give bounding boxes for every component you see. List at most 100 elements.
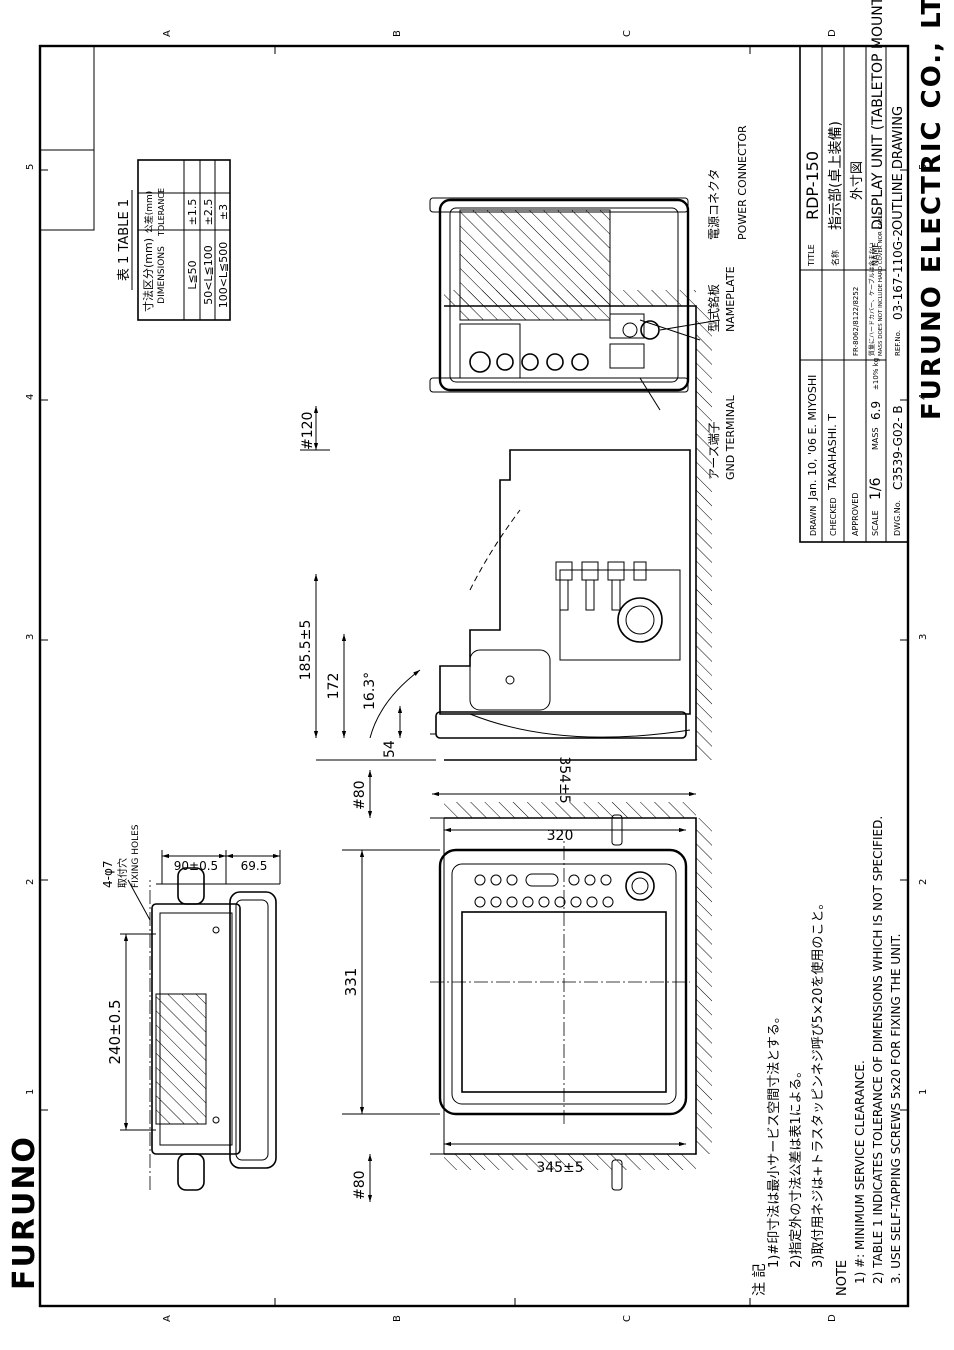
gnd-label: GND TERMINAL: [724, 394, 737, 480]
svg-text:DIMENSIONS: DIMENSIONS: [157, 246, 167, 304]
holes-label: 4-φ7: [101, 860, 115, 888]
power-connector: [640, 320, 660, 340]
model-title: RDP-150: [803, 151, 822, 220]
dim-80-left: #80: [352, 1170, 368, 1200]
dim-320: 320: [547, 828, 574, 844]
svg-text:CHECKED: CHECKED: [829, 497, 838, 536]
notes: 注 記 1)#印寸法は最小サービス空間寸法とする。 2)指定外の寸法公差は表1に…: [751, 816, 903, 1296]
svg-text:取付穴: 取付穴: [116, 858, 129, 888]
power-label: POWER CONNECTOR: [736, 125, 749, 240]
zone-number: 2: [25, 879, 36, 885]
svg-text:DRAWN: DRAWN: [809, 506, 818, 536]
handle-knob: [177, 867, 205, 905]
tolerance-table: 表 1 TABLE 1 寸法区分(mm) DIMENSIONS 公差(mm) T…: [117, 159, 231, 321]
svg-text:MASS DOES NOT INCLUDE HARD COV: MASS DOES NOT INCLUDE HARD COVER NOR CAB…: [878, 210, 884, 356]
rear-nameplate: [609, 343, 645, 369]
table-tol: ±2.5: [202, 199, 215, 226]
checked-value: TAKAHASHI. T: [826, 414, 839, 491]
front-bezel: [435, 711, 687, 739]
dim-90: 90±0.5: [174, 859, 218, 873]
note-jp-2: 2)指定外の寸法公差は表1による。: [789, 1065, 804, 1268]
revision-box: [40, 46, 95, 231]
svg-text:指示部(卓上装備): 指示部(卓上装備): [828, 121, 844, 230]
furuno-logo: FURUNO: [7, 1135, 42, 1290]
svg-text:±10% kg: ±10% kg: [872, 358, 880, 390]
zone-number: 1: [918, 1089, 929, 1095]
table-dim: 100<L≦500: [217, 242, 230, 309]
zone-number: 4: [918, 394, 929, 400]
drawn-value: Jan. 10, '06 E. MIYOSHI: [806, 375, 819, 501]
note-jp-3: 3)取付用ネジは+トラスタッピンネジ呼び5×20を使用のこと。: [810, 897, 826, 1268]
svg-text:DWG.No.: DWG.No.: [893, 500, 902, 536]
table-tol: ±3: [217, 204, 230, 220]
side-view: 354±5 185.5±5 172 54 16.3° #120: [298, 290, 712, 804]
side-body: [439, 449, 691, 715]
zone-letter: B: [392, 1315, 403, 1322]
scale-value: 1/6: [868, 477, 884, 500]
nameplate-label-jp: 型式銘板: [706, 284, 721, 332]
svg-text:TITLE: TITLE: [807, 244, 816, 267]
table-title: 表 1 TABLE 1: [117, 199, 132, 281]
stand-knob-large: [617, 597, 663, 643]
svg-text:名称: 名称: [830, 250, 840, 266]
handle-knob: [177, 1153, 205, 1191]
zone-number: 4: [25, 394, 36, 400]
top-view: 240±0.5 90±0.5 69.5 4-φ7 取付穴 FIXING HOLE…: [101, 824, 281, 1191]
zone-number: 3: [918, 634, 929, 640]
svg-text:NOTE: NOTE: [835, 1260, 850, 1296]
svg-text:質量にハードカバー、ケーブルは含まない: 質量にハードカバー、ケーブルは含まない: [868, 242, 876, 356]
gnd-label-jp: アース端子: [707, 421, 721, 480]
dim-54: 54: [382, 740, 398, 758]
rear-heat-sink: [459, 209, 611, 321]
svg-text:寸法区分(mm): 寸法区分(mm): [141, 238, 155, 312]
svg-text:REF.No.: REF.No.: [894, 330, 902, 356]
note-en-3: 3. USE SELF-TAPPING SCREWS 5x20 FOR FIXI…: [889, 934, 903, 1284]
dwg-number: C3539-G02- B: [891, 405, 905, 490]
svg-text:FIXING HOLES: FIXING HOLES: [131, 824, 141, 888]
svg-text:OUTLINE DRAWING: OUTLINE DRAWING: [891, 106, 906, 230]
zone-letter: A: [162, 1315, 173, 1322]
svg-text:公差(mm): 公差(mm): [143, 191, 155, 234]
zone-number: 3: [25, 634, 36, 640]
note-en-1: 1) #: MINIMUM SERVICE CLEARANCE.: [853, 1060, 867, 1284]
table-tol: ±1.5: [186, 199, 199, 226]
rear-unit: [438, 198, 690, 392]
title-block: DRAWN Jan. 10, '06 E. MIYOSHI CHECKED TA…: [799, 0, 909, 543]
zone-letter: A: [162, 30, 173, 37]
mass-value: 6.9: [869, 401, 883, 420]
zone-letter: C: [622, 30, 633, 37]
zone-number: 2: [918, 879, 929, 885]
zone-labels: A B C D A B C D 1 2 3 4 5 1 2 3 4 5: [25, 29, 929, 1322]
rear-connectors: [555, 561, 647, 611]
table-dim: L≦50: [186, 260, 199, 289]
drawing-border: [38, 44, 910, 1308]
zone-number: 5: [918, 164, 929, 170]
zone-letter: D: [827, 1314, 838, 1322]
dim-80-right: #80: [352, 780, 368, 810]
zone-letter: D: [827, 29, 838, 37]
wall-hatch: [444, 1154, 696, 1170]
note-en-2: 2) TABLE 1 INDICATES TOLERANCE OF DIMENS…: [871, 816, 885, 1284]
dim-331: 331: [342, 968, 360, 997]
trackball: [625, 871, 655, 901]
name-en: DISPLAY UNIT (TABLETOP MOUNT): [870, 0, 886, 230]
dim-354: 354±5: [556, 756, 572, 803]
zone-ticks: [40, 46, 908, 1306]
dim-172: 172: [326, 673, 342, 700]
stand-knob: [469, 649, 551, 711]
keypad: [474, 873, 614, 908]
svg-text:FR-8062/8122/8252: FR-8062/8122/8252: [852, 287, 860, 356]
svg-text:SCALE: SCALE: [871, 510, 880, 536]
note-jp-1: 1)#印寸法は最小サービス空間寸法とする。: [767, 1010, 782, 1268]
heat-sink-fins: [155, 993, 207, 1125]
zone-letter: B: [392, 30, 403, 37]
dim-69-5: 69.5: [241, 859, 268, 873]
ref-number: 03-167-110G-2: [891, 229, 905, 320]
zone-number: 5: [25, 164, 36, 170]
zone-number: 1: [25, 1089, 36, 1095]
company-name: FURUNO ELECTRIC CO., LTD.: [917, 0, 947, 420]
nameplate-label: NAMEPLATE: [724, 266, 737, 332]
power-label-jp: 電源コネクタ: [707, 168, 721, 240]
